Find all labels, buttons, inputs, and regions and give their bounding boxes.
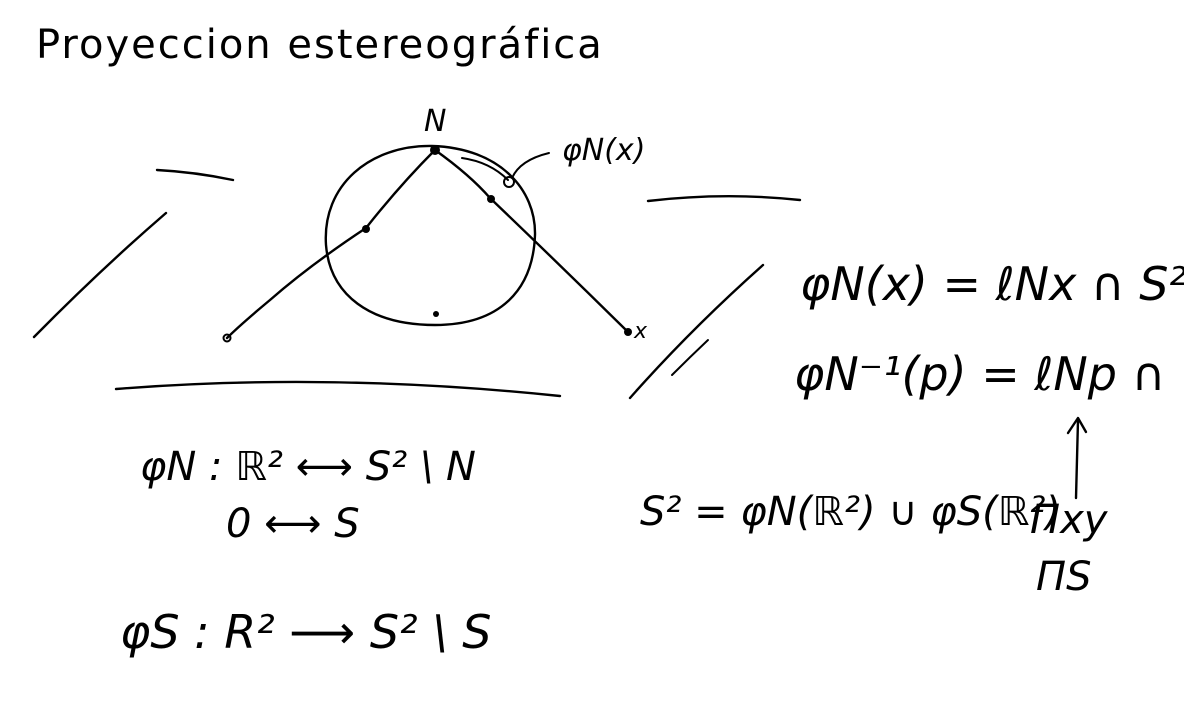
projection-line-right: [433, 148, 629, 333]
phi-n-x-label: φN(x): [562, 133, 645, 168]
phi-s-map: φS : R² ⟶ S² \ S: [120, 605, 491, 659]
pi-s-label: ΠS: [1036, 554, 1091, 600]
pi-xy-label: Πxy: [1030, 497, 1109, 543]
left-sphere-point: [362, 225, 370, 233]
up-arrow-icon: [1066, 416, 1088, 500]
north-pole-point: [430, 145, 440, 155]
origin-to-south-map: 0 ⟷ S: [226, 501, 360, 547]
left-plane-sketch: [32, 168, 562, 398]
phi-n-definition: φN(x) = ℓNx ∩ S²: [800, 257, 1184, 311]
phi-n-map: φN : ℝ² ⟷ S² \ N: [140, 444, 476, 490]
center-point: [433, 311, 439, 317]
north-label: N: [424, 104, 446, 139]
left-plane-point: [222, 333, 232, 343]
sphere-points: [222, 145, 632, 343]
projection-line-upper: [461, 157, 509, 181]
label-pointer: [511, 152, 550, 179]
x-label: x: [633, 319, 648, 344]
right-plane-sketch: [628, 195, 802, 400]
right-sphere-point: [487, 195, 495, 203]
phi-n-x-point: [503, 176, 515, 188]
page-title: Proyeccion estereográfica: [36, 22, 604, 68]
phi-n-inverse: φN⁻¹(p) = ℓNp ∩ ℝ²: [794, 347, 1184, 401]
union-equation: S² = φN(ℝ²) ∪ φS(ℝ²): [640, 489, 1061, 535]
sphere-circle: [324, 144, 537, 327]
x-plane-point: [624, 328, 632, 336]
projection-line-left: [225, 148, 437, 340]
